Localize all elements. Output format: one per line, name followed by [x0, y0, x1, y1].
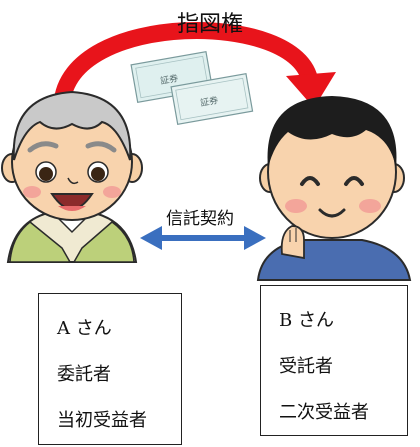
person-a-info-box: A さん 委託者 当初受益者	[38, 293, 182, 445]
person-a-role-initial-beneficiary: 当初受益者	[57, 410, 147, 431]
person-b-info-box: B さん 受託者 二次受益者	[260, 285, 408, 436]
instruction-right-label: 指図権	[176, 12, 243, 37]
person-b-role-secondary-beneficiary: 二次受益者	[279, 402, 369, 423]
trust-contract-double-arrow	[140, 226, 266, 250]
securities-certificates-icon: 証券 証券	[130, 51, 254, 126]
person-a-name: A さん	[57, 318, 112, 339]
trust-contract-label: 信託契約	[166, 209, 234, 229]
person-b-young-man-icon	[256, 96, 412, 281]
certificate-text-2: 証券	[199, 94, 219, 109]
red-arc-arrow	[53, 22, 336, 113]
person-a-role-settlor: 委託者	[57, 364, 111, 385]
certificate-text-1: 証券	[159, 72, 179, 87]
person-a-elderly-man-icon	[1, 90, 143, 263]
person-b-name: B さん	[279, 310, 334, 331]
person-b-role-trustee: 受託者	[279, 356, 333, 377]
